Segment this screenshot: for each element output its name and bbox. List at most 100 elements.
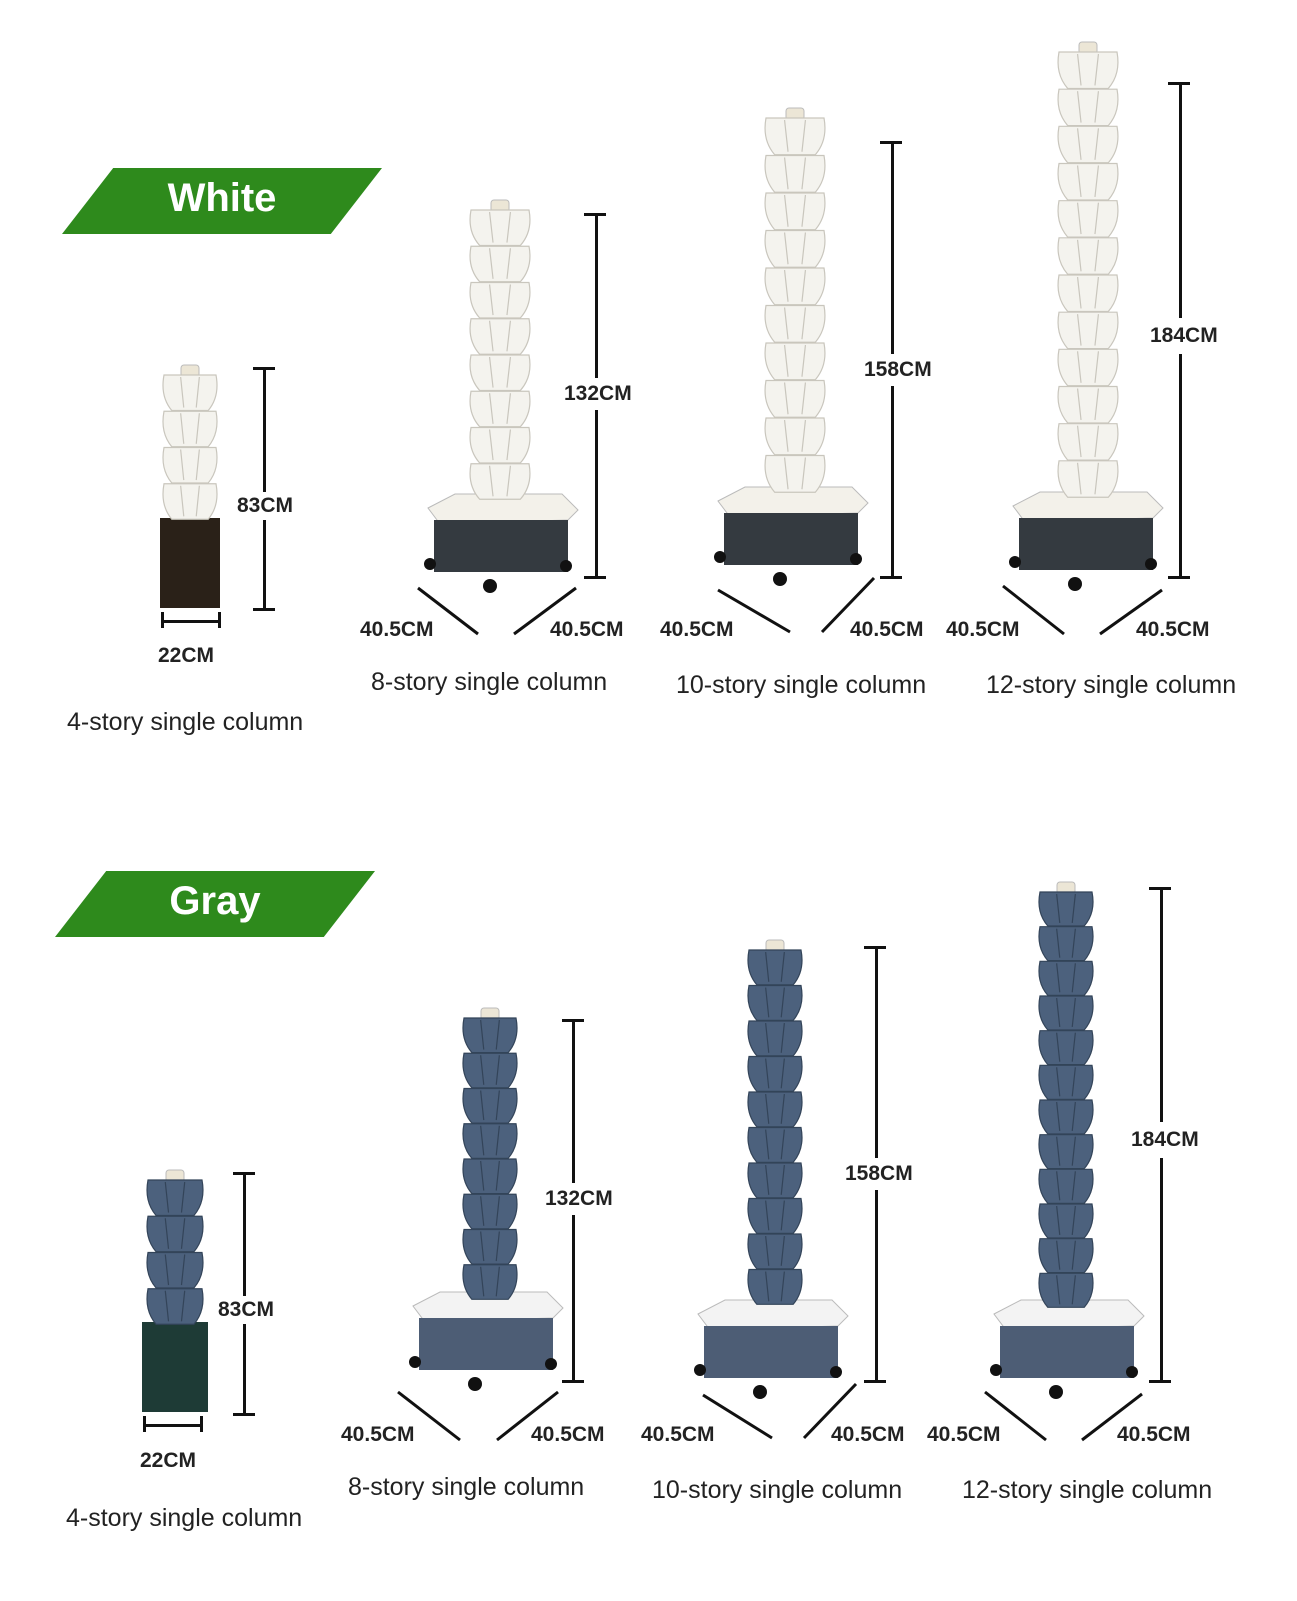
reservoir-body: [434, 520, 568, 572]
side-label-a: 40.5CM: [946, 618, 1020, 641]
pot-seam: [488, 320, 512, 352]
pot-seam: [480, 1125, 500, 1156]
dimension-cap: [562, 1380, 584, 1383]
planter-pot: [764, 117, 826, 156]
planter-pot: [1057, 460, 1119, 498]
pot-seam: [783, 157, 807, 190]
dimension-cap: [864, 946, 886, 949]
side-label-a: 40.5CM: [641, 1423, 715, 1446]
caster-wheel: [1068, 577, 1082, 591]
pot-seam: [783, 194, 807, 227]
side-dimension-line: [984, 1390, 1047, 1442]
pot-seam: [180, 413, 200, 444]
planter-pot: [764, 192, 826, 231]
planter-pot: [469, 318, 531, 355]
planter-pot: [1038, 1064, 1094, 1100]
caster-wheel: [483, 579, 497, 593]
dimension-cap: [1168, 82, 1190, 85]
caster-wheel: [424, 558, 436, 570]
planter-pot: [1038, 1134, 1094, 1170]
product-caption: 12-story single column: [962, 1476, 1213, 1504]
planter-pot: [462, 1087, 518, 1124]
dimension-cap: [1149, 887, 1171, 890]
caster-wheel: [1049, 1385, 1063, 1399]
side-label-b: 40.5CM: [831, 1423, 905, 1446]
planter-pot: [747, 1162, 803, 1199]
dimension-cap: [161, 612, 164, 628]
width-dimension-line: [162, 620, 220, 623]
pot-seam: [488, 211, 512, 243]
pot-seam: [1076, 351, 1100, 383]
pot-seam: [1076, 276, 1100, 309]
planter-pot: [747, 984, 803, 1021]
height-label: 83CM: [218, 1296, 275, 1324]
pot-seam: [765, 1235, 785, 1266]
pot-seam: [1056, 1136, 1076, 1166]
planter-pot: [146, 1288, 204, 1325]
planter-pot: [747, 1055, 803, 1092]
planter-pot: [469, 390, 531, 428]
pot-seam: [480, 1231, 500, 1262]
planter-pot: [162, 374, 218, 412]
planter-pot: [1057, 200, 1119, 238]
planter-pot: [1057, 237, 1119, 275]
side-label-a: 40.5CM: [660, 618, 734, 641]
pot-seam: [164, 1254, 186, 1286]
width-dimension-line: [144, 1424, 202, 1427]
planter-pot: [764, 229, 826, 268]
product-caption: 4-story single column: [66, 1504, 303, 1532]
planter-pot: [462, 1123, 518, 1159]
height-label: 184CM: [1150, 318, 1218, 354]
planter-pot: [1057, 311, 1119, 350]
planter-pot: [747, 1126, 803, 1163]
base-bucket: [160, 518, 220, 608]
pot-seam: [480, 1160, 500, 1191]
pot-seam: [1056, 893, 1076, 924]
dimension-cap: [253, 608, 275, 611]
planter-pot: [1038, 1168, 1094, 1204]
planter-pot: [1038, 1272, 1094, 1308]
planter-pot: [462, 1228, 518, 1265]
planter-pot: [1038, 926, 1094, 962]
caster-wheel: [1009, 556, 1021, 568]
pot-seam: [164, 1290, 186, 1322]
planter-pot: [747, 1268, 803, 1305]
side-label-a: 40.5CM: [360, 618, 434, 641]
caster-wheel: [694, 1364, 706, 1376]
pot-seam: [783, 119, 807, 152]
planter-pot: [469, 209, 531, 247]
pot-seam: [1056, 1240, 1076, 1270]
side-dimension-line: [1081, 1392, 1143, 1442]
planter-pot: [1057, 51, 1119, 90]
pot-seam: [1056, 928, 1076, 958]
planter-pot: [764, 454, 826, 493]
caster-wheel: [714, 551, 726, 563]
pot-seam: [1056, 1032, 1076, 1062]
pot-seam: [1076, 462, 1100, 495]
planter-pot: [1038, 1030, 1094, 1066]
planter-pot: [1057, 88, 1119, 127]
pot-seam: [765, 1129, 785, 1160]
planter-pot: [146, 1251, 204, 1289]
pot-seam: [480, 1090, 500, 1121]
caster-wheel: [468, 1377, 482, 1391]
banner-label: White: [167, 176, 277, 220]
pot-seam: [488, 248, 512, 279]
height-label: 158CM: [864, 354, 932, 386]
dimension-cap: [143, 1416, 146, 1432]
pot-seam: [1056, 1101, 1076, 1132]
planter-pot: [1038, 995, 1094, 1031]
pot-seam: [765, 1093, 785, 1124]
side-dimension-line: [1099, 588, 1163, 636]
dimension-cap: [584, 576, 606, 579]
pot-seam: [783, 419, 807, 452]
dimension-cap: [1149, 1380, 1171, 1383]
pot-seam: [765, 1271, 785, 1302]
pot-seam: [765, 1058, 785, 1089]
banner-label: Gray: [169, 879, 261, 923]
pot-seam: [1076, 388, 1100, 420]
dimension-cap: [233, 1413, 255, 1416]
planter-pot: [146, 1215, 204, 1253]
product-caption: 10-story single column: [652, 1476, 903, 1504]
planter-pot: [469, 426, 531, 464]
